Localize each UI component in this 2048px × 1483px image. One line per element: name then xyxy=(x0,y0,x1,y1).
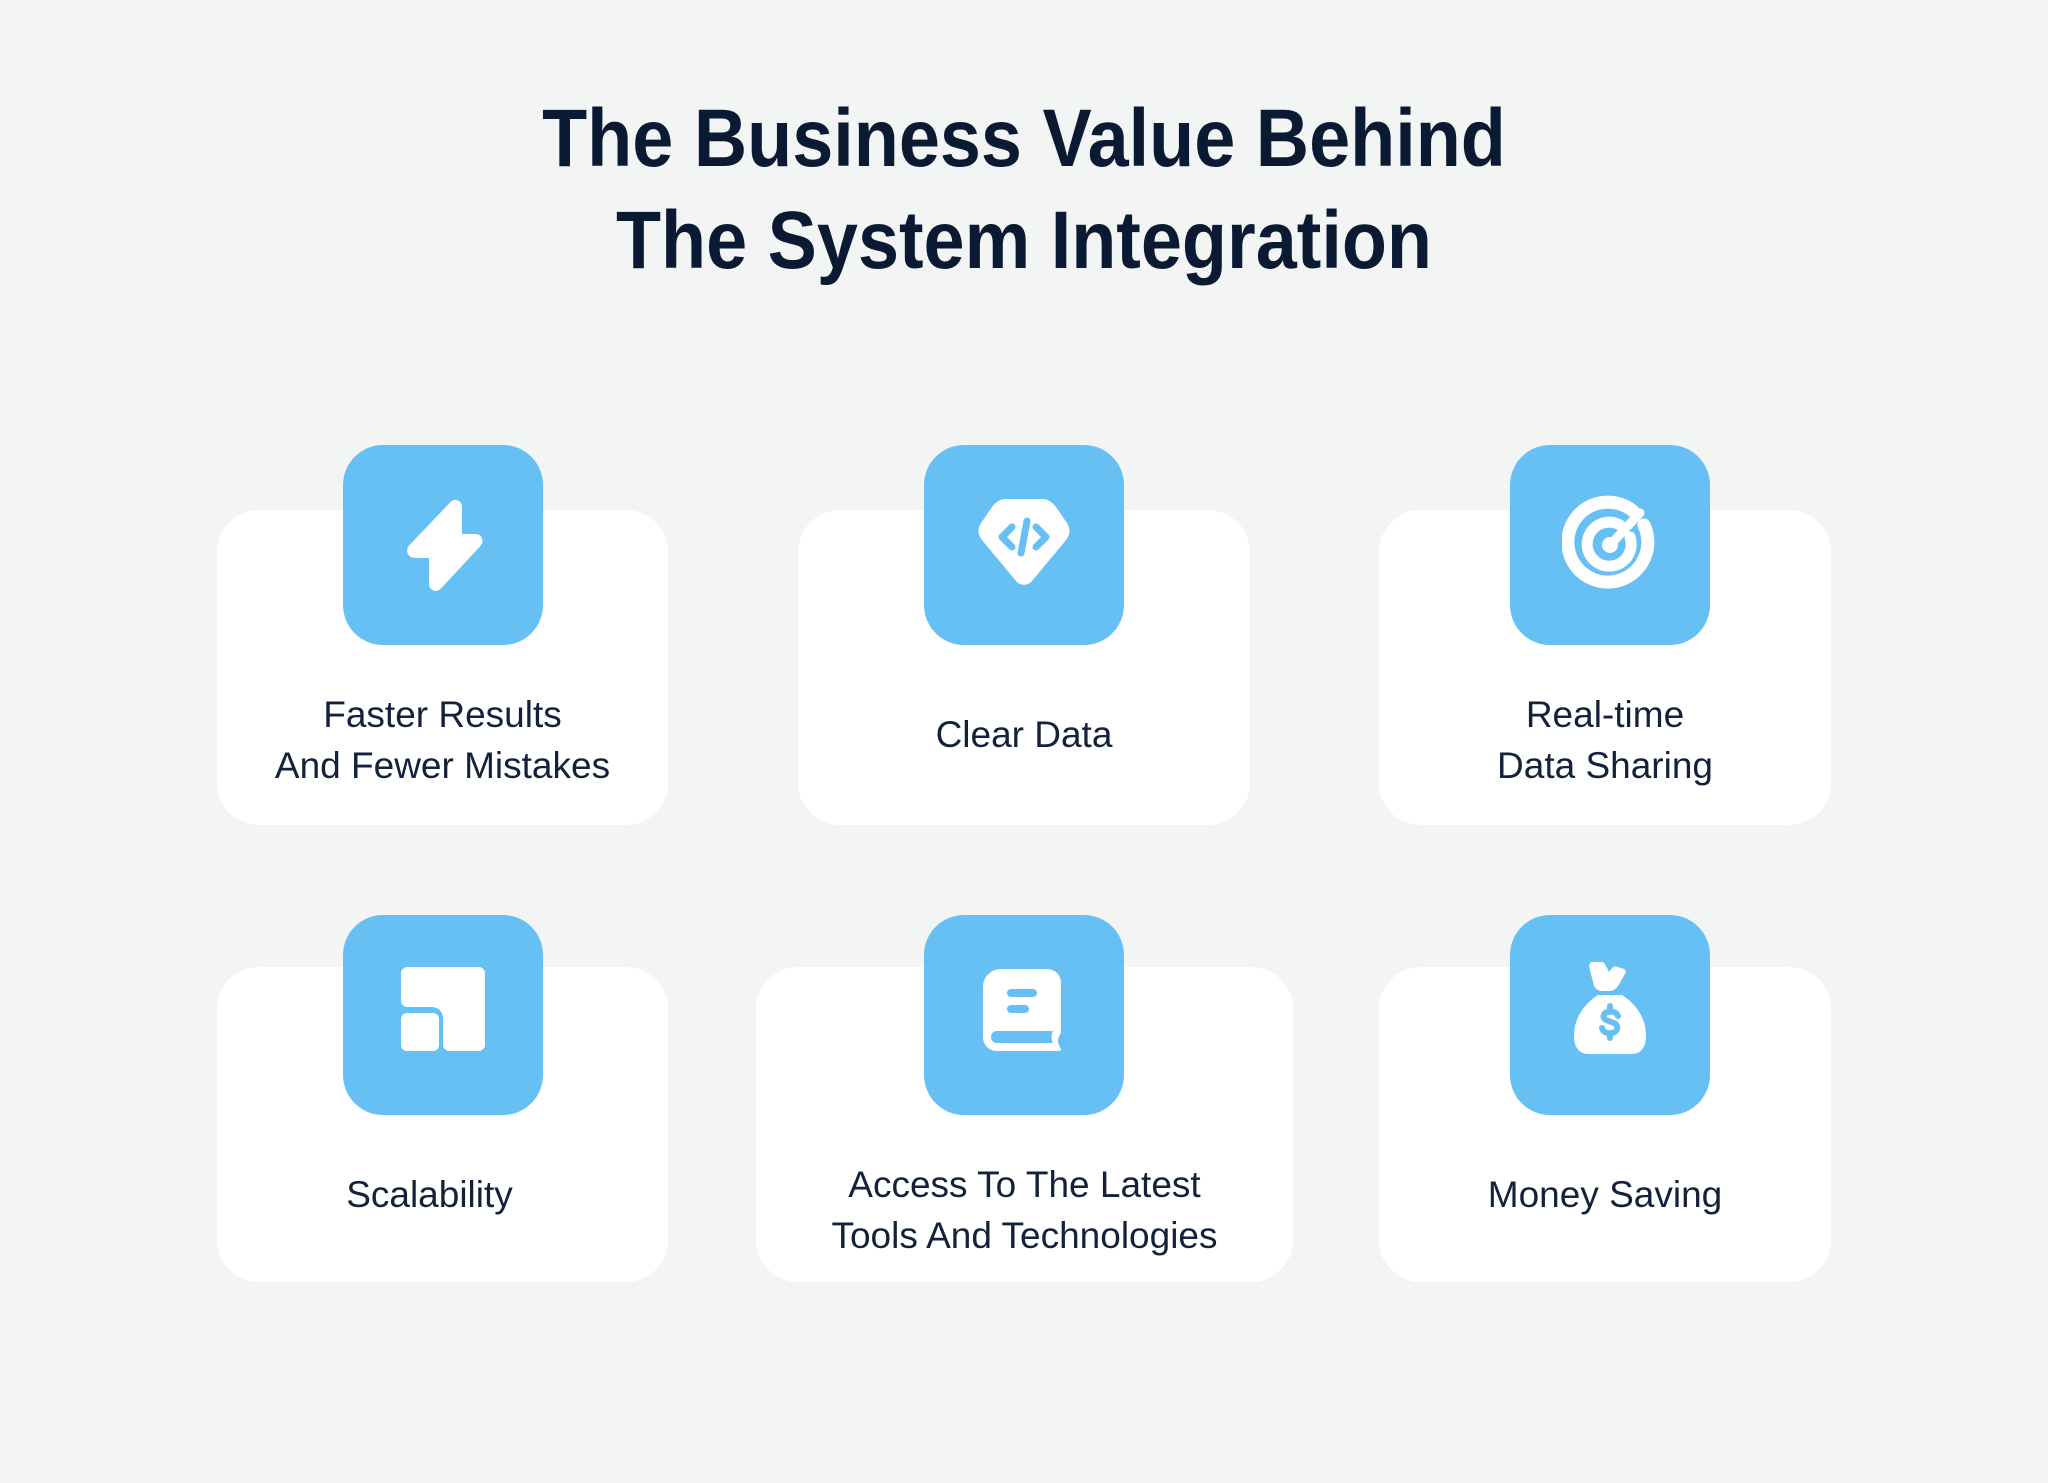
benefit-label: Scalability xyxy=(191,1169,668,1220)
benefit-label-line-1: Access To The Latest xyxy=(848,1164,1201,1205)
benefit-label: Real-time Data Sharing xyxy=(1379,689,1831,791)
benefit-label-line-2: And Fewer Mistakes xyxy=(274,745,611,786)
money-bag-icon xyxy=(1510,915,1710,1115)
page-title: The Business Value Behind The System Int… xyxy=(0,88,2048,292)
benefit-label-line-1: Real-time xyxy=(1525,694,1685,735)
target-icon xyxy=(1510,445,1710,645)
lightning-bolt-icon xyxy=(343,445,543,645)
benefit-label-line-2: Tools And Technologies xyxy=(831,1215,1218,1256)
benefit-label: Faster Results And Fewer Mistakes xyxy=(217,689,668,791)
benefit-label-line-1: Faster Results xyxy=(323,694,562,735)
benefit-label: Money Saving xyxy=(1379,1169,1831,1220)
title-line-2: The System Integration xyxy=(615,195,1433,286)
title-line-1: The Business Value Behind xyxy=(542,93,1506,184)
benefit-label-line-2: Data Sharing xyxy=(1497,745,1713,786)
book-icon xyxy=(924,915,1124,1115)
benefit-label: Clear Data xyxy=(798,709,1250,760)
benefit-label-line-1: Money Saving xyxy=(1487,1174,1723,1215)
benefit-label-line-1: Scalability xyxy=(346,1174,513,1215)
benefit-label-line-1: Clear Data xyxy=(935,714,1113,755)
benefit-label: Access To The Latest Tools And Technolog… xyxy=(756,1159,1293,1261)
scale-blocks-icon xyxy=(343,915,543,1115)
code-diamond-icon xyxy=(924,445,1124,645)
